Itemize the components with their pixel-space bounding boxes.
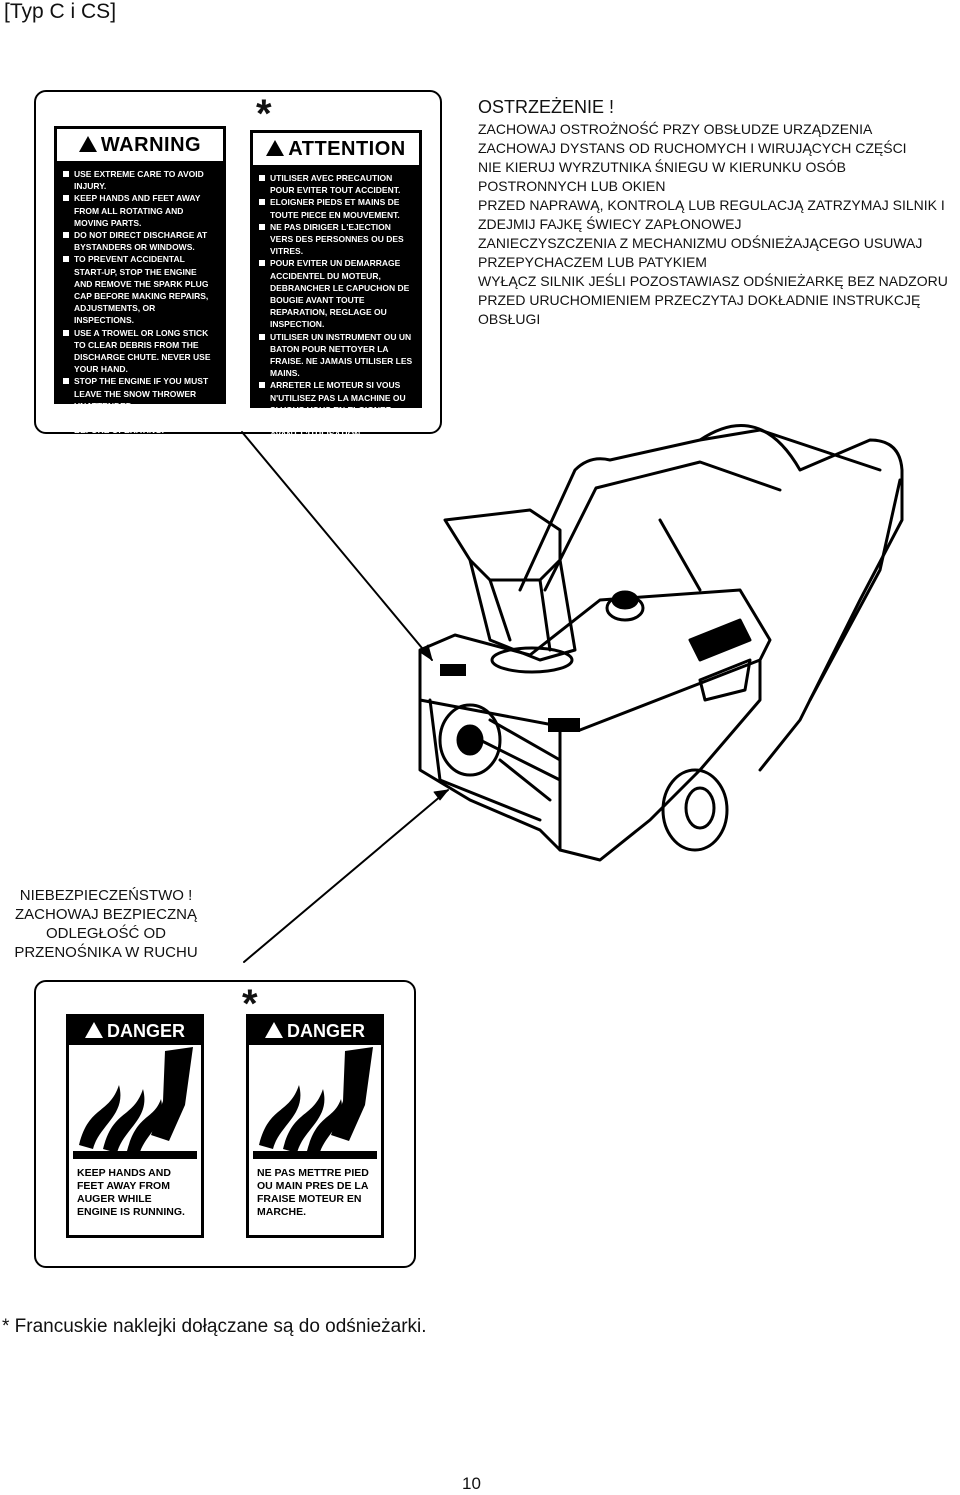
warning-label-fr: ATTENTION UTILISER AVEC PRECAUTION POUR … bbox=[250, 130, 422, 439]
danger-label-en-head: DANGER bbox=[69, 1017, 201, 1045]
warning-triangle-icon bbox=[78, 136, 97, 152]
warning-label-item: USE A TROWEL OR LONG STICK TO CLEAR DEBR… bbox=[63, 327, 217, 376]
warning-label-item: LIRE LE MANUEL D'UTILISATEUR AVANT L'UTI… bbox=[259, 416, 413, 440]
warning-line: NIE KIERUJ WYRZUTNIKA ŚNIEGU W KIERUNKU … bbox=[478, 159, 846, 194]
warning-label-item: TO PREVENT ACCIDENTAL START-UP, STOP THE… bbox=[63, 253, 217, 326]
danger-text-block: NIEBEZPIECZEŃSTWO ! ZACHOWAJ BEZPIECZNĄ … bbox=[2, 886, 210, 962]
warning-label-item: DO NOT DIRECT DISCHARGE AT BYSTANDERS OR… bbox=[63, 229, 217, 253]
asterisk-mark: * bbox=[256, 92, 272, 136]
warning-label-fr-title: ATTENTION bbox=[288, 138, 406, 160]
danger-labels-panel: DANGER KEEP HANDS AND FEET AWAY FROM AUG… bbox=[34, 980, 416, 1268]
page-number: 10 bbox=[462, 1474, 481, 1493]
danger-label-en-title: DANGER bbox=[106, 1021, 185, 1041]
danger-line: ZACHOWAJ BEZPIECZNĄ ODLEGŁOŚĆ OD PRZENOŚ… bbox=[14, 906, 198, 961]
danger-triangle-icon bbox=[264, 1022, 283, 1038]
footnote: * Francuskie naklejki dołączane są do od… bbox=[2, 1316, 427, 1337]
warning-label-en-items: USE EXTREME CARE TO AVOID INJURY.KEEP HA… bbox=[57, 164, 223, 440]
danger-label-fr-text: NE PAS METTRE PIED OU MAIN PRES DE LA FR… bbox=[257, 1167, 369, 1218]
warning-line: PRZED NAPRAWĄ, KONTROLĄ LUB REGULACJĄ ZA… bbox=[478, 197, 945, 232]
warning-label-item: KEEP HANDS AND FEET AWAY FROM ALL ROTATI… bbox=[63, 192, 217, 229]
warning-lines: ZACHOWAJ OSTROŻNOŚĆ PRZY OBSŁUDZE URZĄDZ… bbox=[478, 120, 958, 329]
auger-hazard-icon bbox=[253, 1047, 377, 1159]
warning-line: PRZED URUCHOMIENIEM PRZECZYTAJ DOKŁADNIE… bbox=[478, 292, 921, 327]
warning-line: WYŁĄCZ SILNIK JEŚLI POZOSTAWIASZ ODŚNIEŻ… bbox=[478, 273, 948, 289]
snow-thrower-illustration bbox=[241, 424, 904, 963]
warning-label-item: USE EXTREME CARE TO AVOID INJURY. bbox=[63, 168, 217, 192]
warning-heading: OSTRZEŻENIE ! bbox=[478, 97, 615, 117]
warning-label-en: WARNING USE EXTREME CARE TO AVOID INJURY… bbox=[54, 126, 226, 435]
warning-labels-panel: WARNING USE EXTREME CARE TO AVOID INJURY… bbox=[34, 90, 442, 439]
warning-text-block: OSTRZEŻENIE ! ZACHOWAJ OSTROŻNOŚĆ PRZY O… bbox=[478, 96, 958, 329]
danger-label-en-text: KEEP HANDS AND FEET AWAY FROM AUGER WHIL… bbox=[77, 1167, 185, 1218]
warning-label-item: UTILISER UN INSTRUMENT OU UN BATON POUR … bbox=[259, 331, 413, 380]
warning-line: ZACHOWAJ DYSTANS OD RUCHOMYCH I WIRUJĄCY… bbox=[478, 140, 907, 156]
warning-label-fr-head: ATTENTION bbox=[253, 133, 419, 168]
auger-hazard-icon bbox=[73, 1047, 197, 1159]
warning-label-en-head: WARNING bbox=[57, 129, 223, 164]
danger-heading: NIEBEZPIECZEŃSTWO ! bbox=[19, 887, 193, 904]
warning-label-item: NE PAS DIRIGER L'EJECTION VERS DES PERSO… bbox=[259, 221, 413, 258]
page-header: [Typ C i CS] bbox=[4, 0, 117, 23]
warning-label-item: POUR EVITER UN DEMARRAGE ACCIDENTEL DU M… bbox=[259, 257, 413, 330]
danger-label-fr-title: DANGER bbox=[286, 1021, 365, 1041]
warning-label-fr-items: UTILISER AVEC PRECAUTION POUR EVITER TOU… bbox=[253, 168, 419, 444]
warning-line: ZANIECZYSZCZENIA Z MECHANIZMU ODŚNIEŻAJĄ… bbox=[478, 235, 923, 270]
warning-label-item: ELOIGNER PIEDS ET MAINS DE TOUTE PIECE E… bbox=[259, 196, 413, 220]
warning-label-en-title: WARNING bbox=[100, 134, 202, 156]
warning-line: ZACHOWAJ OSTROŻNOŚĆ PRZY OBSŁUDZE URZĄDZ… bbox=[478, 121, 873, 137]
warning-label-item: READ OWNER'S MANUAL BEFORE OPERATING. bbox=[63, 412, 217, 436]
warning-label-item: UTILISER AVEC PRECAUTION POUR EVITER TOU… bbox=[259, 172, 413, 196]
warning-label-item: STOP THE ENGINE IF YOU MUST LEAVE THE SN… bbox=[63, 375, 217, 412]
warning-triangle-icon bbox=[266, 140, 285, 156]
danger-label-fr: DANGER NE PAS METTRE PIED OU MAIN PRES D… bbox=[246, 1014, 384, 1238]
danger-label-fr-head: DANGER bbox=[249, 1017, 381, 1045]
danger-triangle-icon bbox=[84, 1022, 103, 1038]
danger-label-en: DANGER KEEP HANDS AND FEET AWAY FROM AUG… bbox=[66, 1014, 204, 1238]
warning-label-item: ARRETER LE MOTEUR SI VOUS N'UTILISEZ PAS… bbox=[259, 379, 413, 416]
